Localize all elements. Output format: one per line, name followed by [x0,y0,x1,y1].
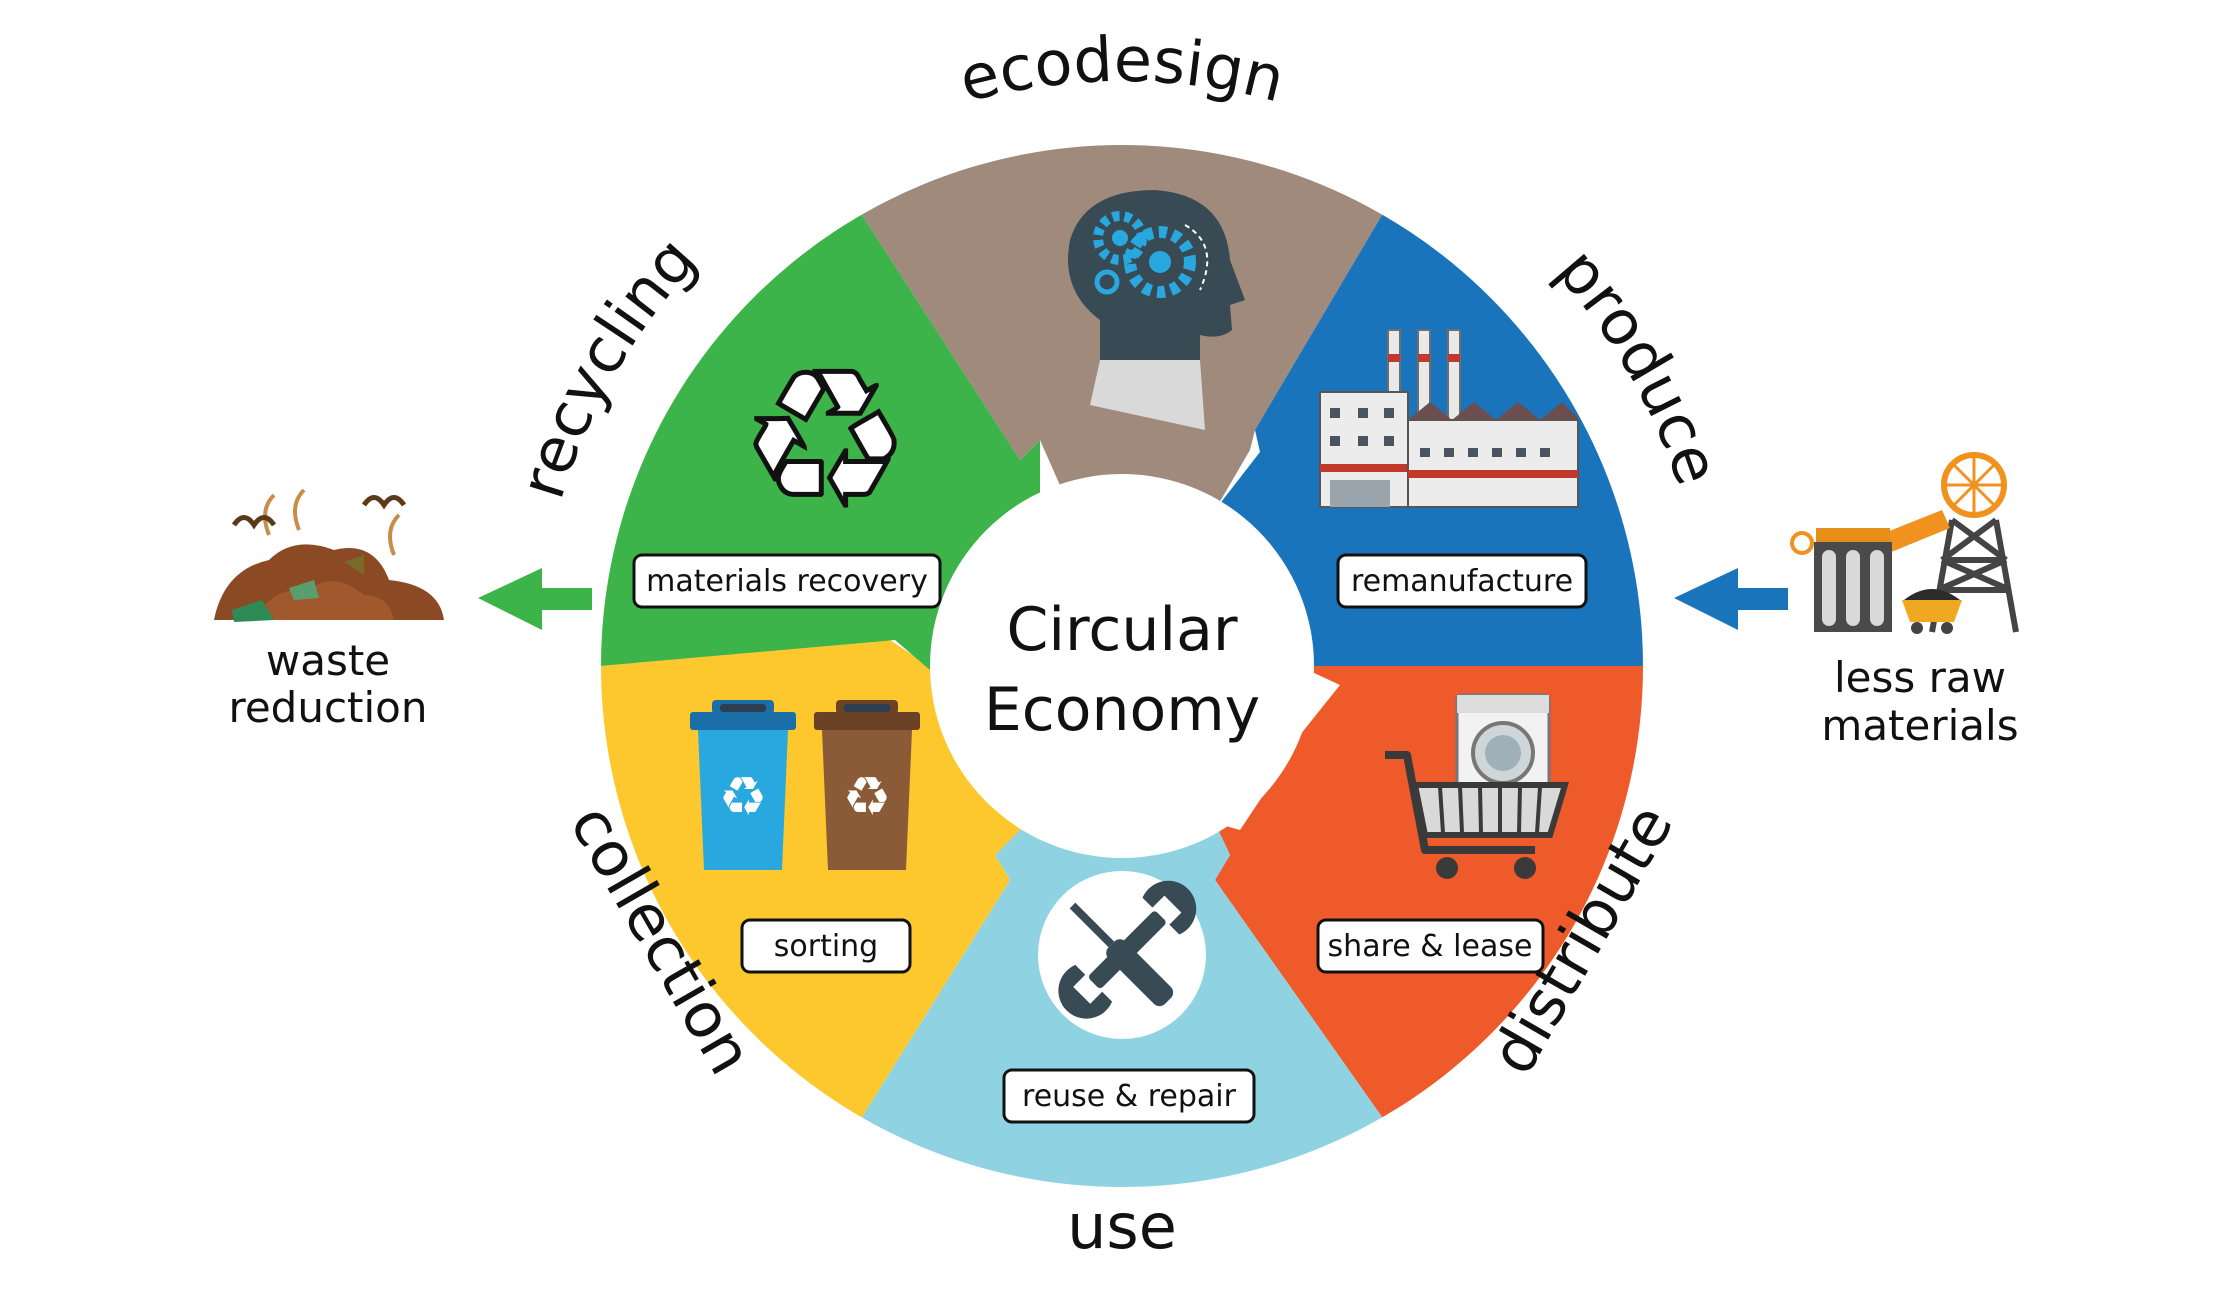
box-materials-recovery-label: materials recovery [646,564,928,599]
brown-bin-icon: ♻ [814,700,920,870]
factory-icon [1319,329,1579,508]
box-sorting-label: sorting [774,929,878,964]
svg-text:♻: ♻ [719,765,767,828]
recycle-bins-icon: ♻ ♻ [690,700,920,870]
box-reuse-repair: reuse & repair [1002,1068,1256,1124]
box-share-lease-label: share & lease [1328,929,1533,964]
svg-text:ecodesign: ecodesign [952,23,1291,117]
svg-text:♻: ♻ [843,765,891,828]
stage-label-ecodesign: ecodesign [952,23,1291,117]
box-remanufacture: remanufacture [1336,553,1588,609]
box-share-lease: share & lease [1316,918,1545,974]
mine-icon [1790,452,2019,634]
less-raw-materials-line1: less raw [1834,653,2006,702]
center-title-line2: Economy [984,675,1260,745]
blue-bin-icon: ♻ [690,700,796,870]
waste-reduction-line1: waste [266,636,390,685]
box-materials-recovery: materials recovery [632,553,942,609]
center-title-line1: Circular [1006,595,1237,665]
stage-label-use: use [1067,1190,1177,1263]
waste-reduction-line2: reduction [228,683,427,732]
head-gears-icon [1068,190,1245,430]
center-hub [930,474,1314,858]
right-arrow-icon [1674,568,1788,630]
less-raw-materials-line2: materials [1821,701,2018,750]
box-reuse-repair-label: reuse & repair [1022,1079,1237,1114]
left-arrow-icon [478,568,592,630]
recycle-icon: ♻ [740,329,910,550]
waste-pile-icon [214,488,444,622]
cart-washing-machine-icon [1385,693,1570,879]
box-remanufacture-label: remanufacture [1351,564,1573,599]
wrench-screwdriver-icon [1038,871,1206,1039]
box-sorting: sorting [740,918,912,974]
